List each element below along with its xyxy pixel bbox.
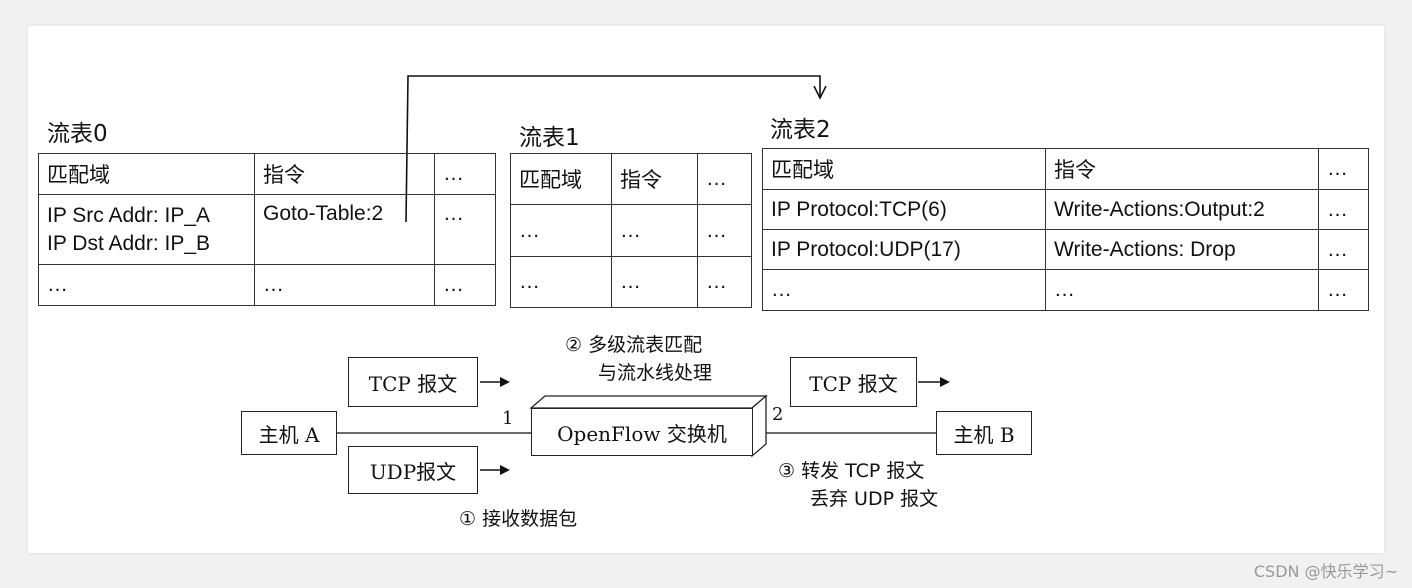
table-row: … … …: [762, 269, 1369, 311]
tcp-packet-right: TCP 报文: [790, 357, 917, 407]
tcp-packet-left: TCP 报文: [348, 357, 478, 407]
table-header-row: 匹配域 指令 …: [38, 153, 496, 195]
cell: …: [1045, 269, 1319, 311]
header-more: …: [1318, 148, 1369, 190]
flow-table-0: 匹配域 指令 … IP Src Addr: IP_A IP Dst Addr: …: [38, 153, 496, 306]
header-more: …: [434, 153, 496, 195]
goto-table-arrow: [405, 75, 820, 223]
header-instruction: 指令: [611, 153, 698, 205]
step3-label-line2: 丢弃 UDP 报文: [810, 488, 939, 510]
cell: IP Protocol:UDP(17): [762, 229, 1046, 270]
openflow-switch: OpenFlow 交换机: [531, 408, 753, 456]
table-row: IP Src Addr: IP_A IP Dst Addr: IP_B Goto…: [38, 194, 496, 265]
table-header-row: 匹配域 指令 …: [762, 148, 1369, 190]
table-row: IP Protocol:UDP(17) Write-Actions: Drop …: [762, 229, 1369, 270]
match-cell: IP Src Addr: IP_A IP Dst Addr: IP_B: [38, 194, 255, 265]
header-match: 匹配域: [762, 148, 1046, 190]
cell: …: [1318, 269, 1369, 311]
table-row: … … …: [38, 264, 496, 306]
header-instruction: 指令: [254, 153, 435, 195]
cell: …: [434, 264, 496, 306]
cell: …: [254, 264, 435, 306]
cell: …: [697, 204, 752, 257]
table2-title: 流表2: [770, 117, 831, 143]
cell: …: [611, 204, 698, 257]
cell: Write-Actions: Drop: [1045, 229, 1319, 270]
cell: …: [611, 256, 698, 308]
header-match: 匹配域: [510, 153, 612, 205]
cell: IP Protocol:TCP(6): [762, 189, 1046, 230]
match-src: IP Src Addr: IP_A: [47, 203, 211, 227]
flow-table-1: 匹配域 指令 … … … … … … …: [510, 153, 752, 308]
header-match: 匹配域: [38, 153, 255, 195]
cell: …: [38, 264, 255, 306]
port-1-label: 1: [502, 408, 514, 429]
table1-title: 流表1: [519, 125, 580, 151]
step1-label: ① 接收数据包: [459, 508, 578, 530]
cell: …: [510, 204, 612, 257]
host-b-box: 主机 B: [936, 411, 1032, 455]
table-header-row: 匹配域 指令 …: [510, 153, 752, 205]
table-row: IP Protocol:TCP(6) Write-Actions:Output:…: [762, 189, 1369, 230]
cell: …: [697, 256, 752, 308]
cell: Write-Actions:Output:2: [1045, 189, 1319, 230]
table0-title: 流表0: [47, 121, 108, 147]
table-row: … … …: [510, 256, 752, 308]
cell: …: [762, 269, 1046, 311]
cell: …: [1318, 189, 1369, 230]
header-instruction: 指令: [1045, 148, 1319, 190]
udp-packet-left: UDP报文: [348, 446, 478, 494]
instruction-cell: Goto-Table:2: [254, 194, 435, 265]
header-more: …: [697, 153, 752, 205]
port-2-label: 2: [772, 404, 784, 425]
match-dst: IP Dst Addr: IP_B: [47, 231, 211, 255]
more-cell: …: [434, 194, 496, 265]
step3-label-line1: ③ 转发 TCP 报文: [778, 460, 925, 482]
step2-label-line1: ② 多级流表匹配: [565, 334, 703, 356]
cell: …: [1318, 229, 1369, 270]
switch-top-face: [529, 395, 768, 409]
watermark: CSDN @快乐学习~: [1253, 562, 1398, 581]
table-row: … … …: [510, 204, 752, 257]
host-a-box: 主机 A: [241, 411, 337, 455]
flow-table-2: 匹配域 指令 … IP Protocol:TCP(6) Write-Action…: [762, 148, 1369, 311]
step2-label-line2: 与流水线处理: [598, 362, 713, 384]
cell: …: [510, 256, 612, 308]
